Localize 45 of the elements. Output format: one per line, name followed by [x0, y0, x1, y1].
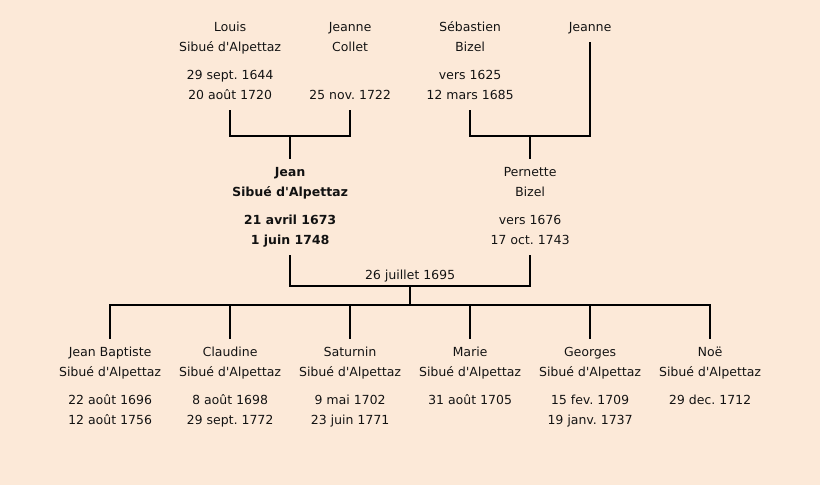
given-name: Marie: [452, 343, 488, 361]
surname: Sibué d'Alpettaz: [659, 363, 761, 381]
tree-line: [289, 110, 351, 159]
given-name: Jeanne: [568, 18, 612, 36]
surname: Sibué d'Alpettaz: [419, 363, 521, 381]
birth-date: 29 dec. 1712: [668, 391, 752, 409]
birth-date: 15 fev. 1709: [550, 391, 630, 409]
birth-date: vers 1625: [438, 66, 502, 84]
death-date: 19 janv. 1737: [547, 411, 633, 429]
given-name: Noë: [698, 343, 722, 361]
death-date: 1 juin 1748: [250, 231, 330, 249]
surname: Sibué d'Alpettaz: [299, 363, 401, 381]
given-name: Jean Baptiste: [68, 343, 152, 361]
given-name: Jean: [274, 163, 306, 181]
death-date: 12 août 1756: [68, 411, 152, 429]
death-date: 23 juin 1771: [310, 411, 390, 429]
given-name: Claudine: [202, 343, 258, 361]
birth-date: 22 août 1696: [68, 391, 152, 409]
given-name: Sébastien: [439, 18, 501, 36]
birth-date: 29 sept. 1644: [186, 66, 274, 84]
given-name: Pernette: [504, 163, 556, 181]
given-name: Georges: [564, 343, 616, 361]
death-date: 25 nov. 1722: [309, 86, 391, 104]
death-date: 29 sept. 1772: [186, 411, 274, 429]
given-name: Jeanne: [328, 18, 372, 36]
surname: Sibué d'Alpettaz: [539, 363, 641, 381]
surname: Sibué d'Alpettaz: [232, 183, 348, 201]
surname: Sibué d'Alpettaz: [179, 38, 281, 56]
given-name: Louis: [214, 18, 246, 36]
surname: Bizel: [455, 38, 485, 56]
surname: Collet: [332, 38, 368, 56]
birth-date: 9 mai 1702: [314, 391, 386, 409]
tree-line: [409, 255, 711, 339]
given-name: Saturnin: [324, 343, 376, 361]
birth-date: 31 août 1705: [428, 391, 512, 409]
birth-date: 21 avril 1673: [244, 211, 336, 229]
surname: Sibué d'Alpettaz: [179, 363, 281, 381]
birth-date: vers 1676: [498, 211, 562, 229]
surname: Sibué d'Alpettaz: [59, 363, 161, 381]
tree-line: [529, 42, 591, 159]
death-date: 12 mars 1685: [426, 86, 514, 104]
birth-date: 8 août 1698: [192, 391, 268, 409]
surname: Bizel: [515, 183, 545, 201]
death-date: 20 août 1720: [188, 86, 272, 104]
death-date: 17 oct. 1743: [490, 231, 570, 249]
